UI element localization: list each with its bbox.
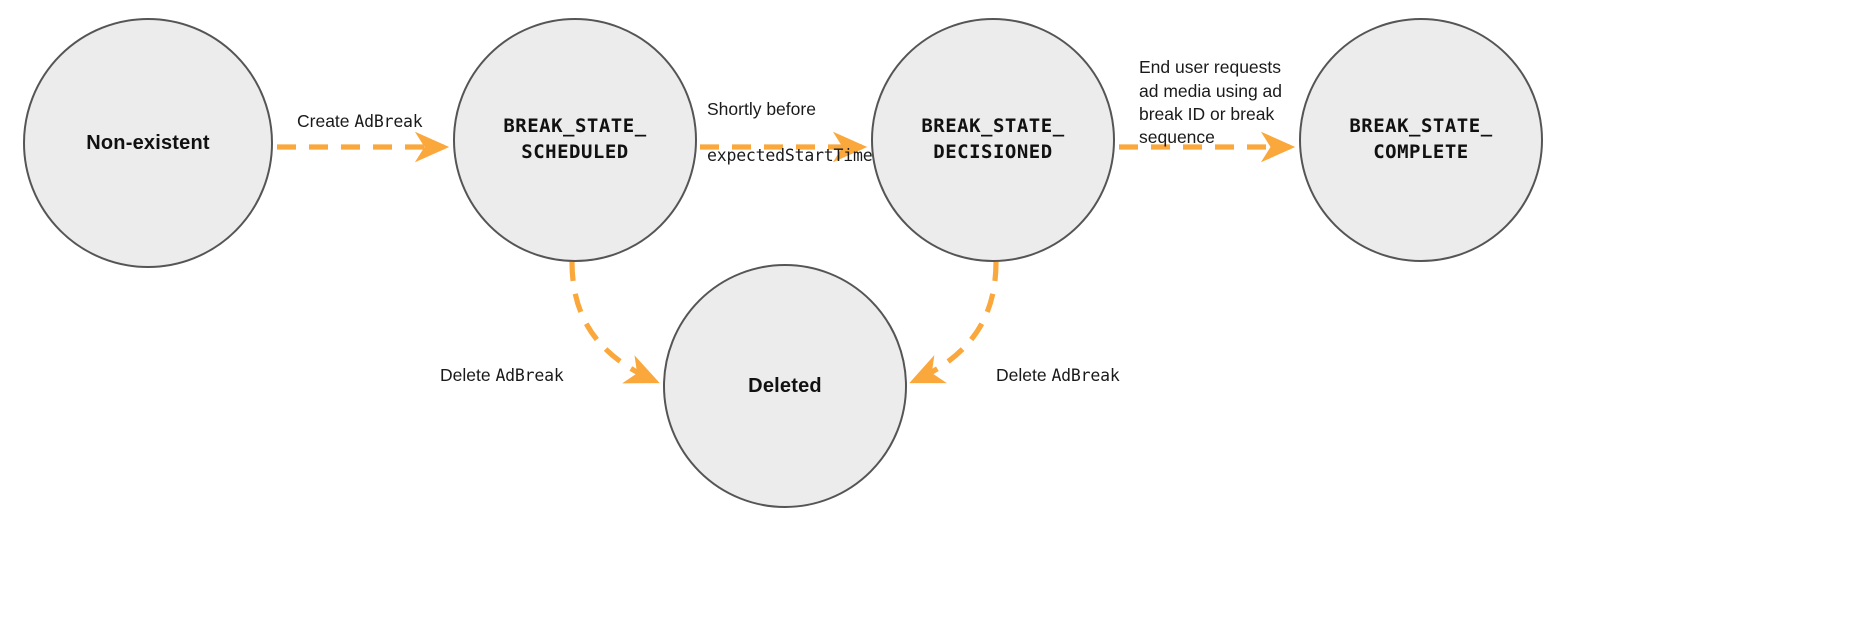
edge-label-code: AdBreak bbox=[354, 112, 423, 132]
edge-label-text: Delete bbox=[996, 365, 1052, 386]
edge-delete-adbreak-from-scheduled bbox=[569, 261, 660, 384]
state-node-deleted[interactable]: Deleted bbox=[663, 264, 907, 508]
state-node-label: Non-existent bbox=[86, 131, 210, 154]
state-node-break-state-scheduled[interactable]: BREAK_STATE_ SCHEDULED bbox=[453, 18, 697, 262]
edge-label-create-adbreak: Create AdBreak bbox=[297, 87, 423, 134]
edge-label-delete-adbreak-from-decisioned: Delete AdBreak bbox=[996, 341, 1120, 388]
state-node-label: BREAK_STATE_ DECISIONED bbox=[921, 115, 1065, 163]
state-node-break-state-decisioned[interactable]: BREAK_STATE_ DECISIONED bbox=[871, 18, 1115, 262]
edge-label-shortly-before-expected-start-time: Shortly before expectedStartTime bbox=[707, 75, 873, 190]
state-node-label: BREAK_STATE_ SCHEDULED bbox=[503, 115, 647, 163]
edge-label-code: expectedStartTime bbox=[707, 145, 873, 165]
edge-label-text: Delete bbox=[440, 365, 496, 386]
edge-label-delete-adbreak-from-scheduled: Delete AdBreak bbox=[440, 341, 564, 388]
edge-label-text: End user requests ad media using ad brea… bbox=[1139, 57, 1283, 148]
edge-label-text: Shortly before bbox=[707, 99, 816, 120]
edge-delete-adbreak-from-decisioned bbox=[909, 261, 999, 384]
edge-label-end-user-requests-ad-media: End user requests ad media using ad brea… bbox=[1139, 33, 1309, 149]
state-node-label: BREAK_STATE_ COMPLETE bbox=[1349, 115, 1493, 163]
state-node-break-state-complete[interactable]: BREAK_STATE_ COMPLETE bbox=[1299, 18, 1543, 262]
edge-label-code: AdBreak bbox=[495, 366, 564, 386]
edge-label-code: AdBreak bbox=[1051, 366, 1120, 386]
edge-label-text: Create bbox=[297, 111, 355, 132]
state-node-non-existent[interactable]: Non-existent bbox=[23, 18, 273, 268]
state-node-label: Deleted bbox=[748, 374, 822, 397]
